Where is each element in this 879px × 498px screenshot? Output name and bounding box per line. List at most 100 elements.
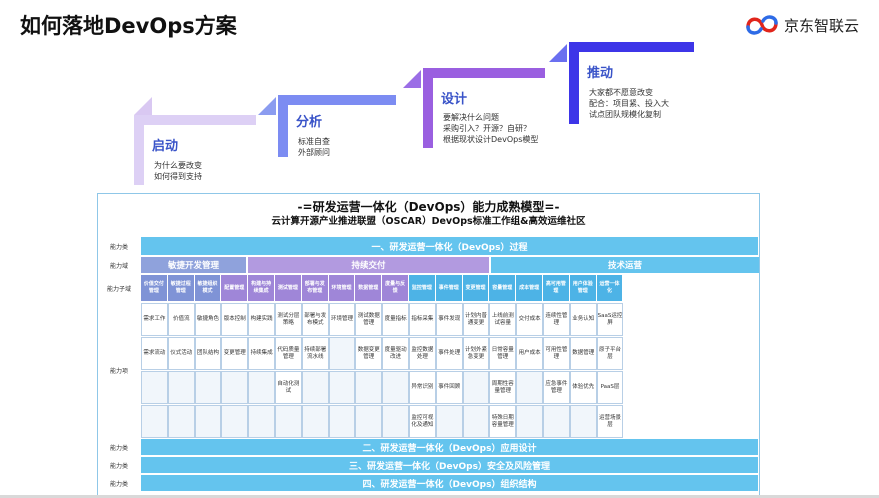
capability-item — [141, 405, 168, 438]
subdomain-header: 事件管理 — [435, 275, 462, 301]
subdomain-header: 测试管理 — [275, 275, 301, 301]
capability-item: 构建实践 — [248, 303, 275, 336]
logo-text: 京东智联云 — [783, 16, 859, 35]
step-design-desc: 要解决什么问题采购引入？开源？自研？根据现状设计DevOps模型 — [443, 113, 539, 144]
capability-item: 自动化测试 — [275, 371, 302, 404]
capability-item: 仪式活动 — [167, 337, 195, 370]
subdomain-header: 监控管理 — [409, 275, 435, 301]
capability-item — [382, 405, 409, 438]
capability-item: PaaS层 — [596, 371, 624, 404]
capability-item: 需求工作 — [141, 303, 168, 336]
capability-item — [167, 405, 195, 438]
subdomain-header: 配置管理 — [221, 275, 248, 301]
subdomain-header: 构建与持续集成 — [248, 275, 274, 301]
step-analyze-name: 分析 — [296, 115, 323, 130]
capability-item: 原子平台层 — [596, 337, 624, 370]
domain-agile: 敏捷开发管理 — [141, 257, 246, 273]
capability-item — [301, 405, 329, 438]
domain-cd: 持续交付 — [248, 257, 489, 273]
capability-item: 团队结构 — [194, 337, 222, 370]
capability-item — [301, 371, 329, 404]
capability-item: 计划内普通变更 — [462, 303, 490, 336]
capability-item: 事件回顾 — [435, 371, 463, 404]
capability-item: 环境管理 — [328, 303, 356, 336]
capability-item: 业务认知 — [569, 303, 597, 336]
capability-item — [516, 405, 543, 438]
capability-item — [248, 371, 275, 404]
capability-model: -=研发运营一体化（DevOps）能力成熟模型=- 云计算开源产业推进联盟（OS… — [97, 193, 760, 498]
capability-item — [355, 405, 383, 438]
capability-item — [141, 371, 168, 404]
capability-item — [569, 405, 597, 438]
capability-item: 监控可视化及通知 — [409, 405, 436, 438]
subdomain-header: 部署与发布管理 — [301, 275, 328, 301]
domain-ops: 技术运营 — [491, 257, 759, 273]
capability-item: 交付成本 — [516, 303, 543, 336]
jd-cloud-logo-icon — [746, 15, 778, 35]
subdomain-header: 用户体验管理 — [569, 275, 596, 301]
model-title: -=研发运营一体化（DevOps）能力成熟模型=- — [297, 200, 560, 214]
label-class-3: 能力类 — [109, 462, 128, 470]
capability-item — [382, 371, 409, 404]
capability-item: 部署与发布模式 — [301, 303, 329, 336]
label-class-2: 能力类 — [109, 444, 128, 452]
capability-item — [167, 371, 195, 404]
capability-item: 代码质量管理 — [275, 337, 302, 370]
capability-item — [328, 337, 356, 370]
capability-item — [328, 371, 356, 404]
capability-item: 体验优先 — [569, 371, 597, 404]
label-class-4: 能力类 — [109, 480, 128, 488]
capability-item: 指标采集 — [409, 303, 436, 336]
bottom-divider — [0, 495, 879, 498]
capability-item: 数据变更管理 — [355, 337, 383, 370]
subdomain-header: 变更管理 — [462, 275, 489, 301]
step-push-name: 推动 — [587, 66, 614, 81]
capability-item: 异常识别 — [409, 371, 436, 404]
capability-item — [435, 405, 463, 438]
step-push-desc: 大家都不愿意改变配合：项目紧、投入大试点团队规模化复制 — [589, 88, 669, 119]
subdomain-header: 成本管理 — [516, 275, 542, 301]
step-design-name: 设计 — [441, 92, 468, 107]
capability-item: 持续集成 — [248, 337, 275, 370]
capability-item — [328, 405, 356, 438]
capability-item — [221, 405, 249, 438]
capability-item — [194, 405, 222, 438]
part-3-band: 三、研发运营一体化（DevOps）安全及风险管理 — [141, 457, 758, 473]
capability-item: 事件发现 — [435, 303, 463, 336]
capability-item: 特殊日期容量管理 — [489, 405, 517, 438]
label-subdomain: 能力子域 — [106, 285, 131, 293]
subdomain-header: 运营一体化 — [596, 275, 623, 301]
capability-item: 可用性管理 — [543, 337, 570, 370]
capability-item: 运营场景层 — [596, 405, 624, 438]
subdomain-header: 价值交付管理 — [141, 275, 167, 301]
label-items: 能力项 — [109, 368, 128, 375]
subdomain-header: 环境管理 — [328, 275, 355, 301]
capability-item — [462, 405, 490, 438]
part-4-band: 四、研发运营一体化（DevOps）组织结构 — [141, 475, 758, 491]
capability-item: 计划外紧急变更 — [462, 337, 490, 370]
model-subtitle: 云计算开源产业推进联盟（OSCAR）DevOps标准工作组&高效运维社区 — [271, 216, 586, 227]
capability-item: 版本控制 — [221, 303, 249, 336]
capability-item: 敏捷角色 — [194, 303, 222, 336]
capability-item: 数据管理 — [569, 337, 597, 370]
step-start-desc: 为什么要改变如何得到支持 — [154, 161, 202, 181]
subdomain-header: 敏捷过程管理 — [167, 275, 194, 301]
step-start-name: 启动 — [152, 139, 179, 154]
subdomain-header: 敏捷组织模式 — [194, 275, 221, 301]
capability-item: 应急事件管理 — [543, 371, 570, 404]
capability-item: 连续性管理 — [543, 303, 570, 336]
capability-item — [516, 371, 543, 404]
capability-item — [543, 405, 570, 438]
capability-item: 需求流动 — [141, 337, 168, 370]
capability-item: 日常容量管理 — [489, 337, 517, 370]
subdomain-header: 数据管理 — [355, 275, 382, 301]
subdomain-header: 高可用管理 — [543, 275, 569, 301]
capability-item: 用户成本 — [516, 337, 543, 370]
capability-item — [194, 371, 222, 404]
capability-item — [355, 371, 383, 404]
capability-item: 周期性容量管理 — [489, 371, 517, 404]
capability-item: 上线前测试容量 — [489, 303, 517, 336]
capability-item: 持续部署流水线 — [301, 337, 329, 370]
capability-item — [248, 405, 275, 438]
capability-item — [221, 371, 249, 404]
